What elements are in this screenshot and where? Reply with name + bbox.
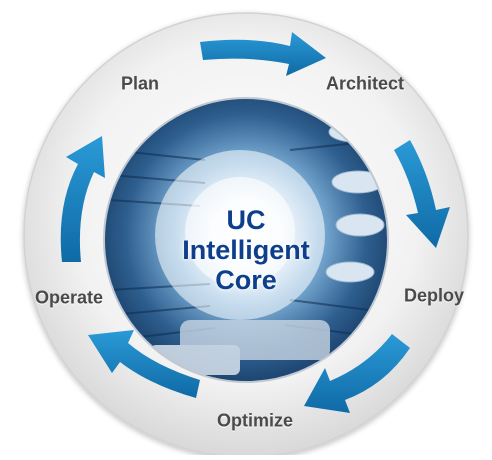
arrow-architect-to-deploy-icon xyxy=(394,140,450,248)
core-title-line-2: Intelligent xyxy=(182,235,310,265)
arrow-deploy-to-optimize-icon xyxy=(304,334,410,413)
core-title-line-3: Core xyxy=(215,265,277,295)
arrow-operate-to-plan-icon xyxy=(60,136,105,262)
core-title-line-1: UC xyxy=(226,205,266,235)
core-title: UC Intelligent Core xyxy=(182,205,310,295)
core-border xyxy=(103,97,389,383)
arrow-plan-to-architect-icon xyxy=(200,32,326,76)
stage-label-plan: Plan xyxy=(120,73,160,94)
stage-label-optimize: Optimize xyxy=(216,410,294,431)
stage-label-deploy: Deploy xyxy=(403,285,465,306)
arrow-optimize-to-operate-icon xyxy=(88,330,200,398)
stage-label-architect: Architect xyxy=(325,73,405,94)
stage-label-operate: Operate xyxy=(34,287,104,308)
server-rack-photo xyxy=(104,98,388,382)
